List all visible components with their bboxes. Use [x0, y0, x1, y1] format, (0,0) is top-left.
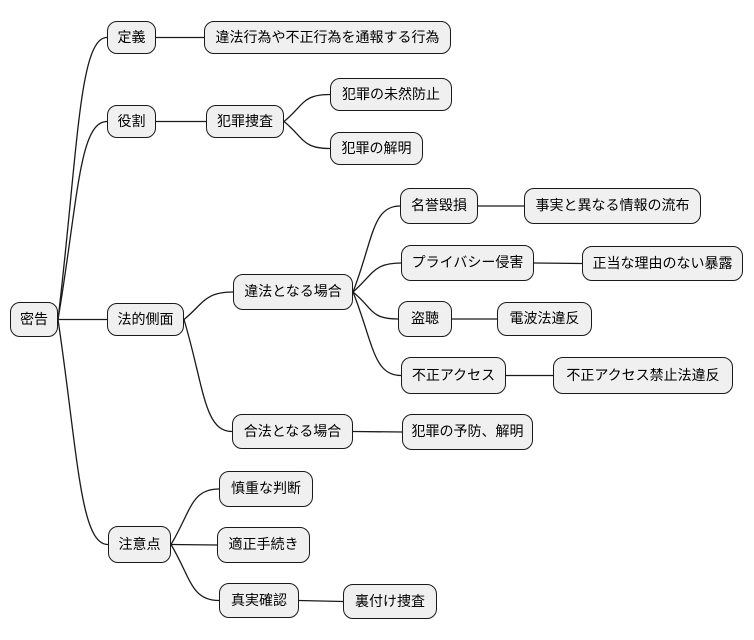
node-touchou: 盗聴 [398, 301, 452, 337]
edge-hanzai-sousa-to-hanzai-kaimei [283, 120, 331, 150]
node-hanzai-sousa: 犯罪捜査 [206, 105, 284, 138]
edge-shinjitsu-to-urazuke [298, 599, 344, 603]
node-privacy: プライバシー侵害 [401, 245, 534, 281]
node-yakuwari: 役割 [107, 105, 156, 138]
node-meiyo-desc: 事実と異なる情報の流布 [524, 188, 701, 224]
edge-root-to-teigi [57, 36, 108, 320]
edge-gouhou-to-gouhou-desc [352, 430, 403, 433]
node-shinchou: 慎重な判断 [219, 471, 313, 507]
edge-ihou-to-fusei [352, 291, 402, 377]
node-tekisei: 適正手続き [217, 527, 310, 563]
node-fusei-desc: 不正アクセス禁止法違反 [553, 357, 733, 394]
node-denpa: 電波法違反 [497, 302, 592, 336]
edge-root-to-yakuwari [57, 120, 108, 320]
edge-ihou-to-touchou [352, 291, 399, 320]
node-root: 密告 [10, 302, 58, 337]
node-ihou: 違法となる場合 [233, 274, 353, 310]
node-meiyo: 名誉毀損 [400, 188, 478, 224]
node-urazuke: 裏付け捜査 [343, 584, 437, 619]
edge-houteki-to-gouhou [183, 319, 233, 433]
edge-hanzai-sousa-to-mizen-boushi [283, 93, 331, 123]
node-hanzai-kaimei: 犯罪の解明 [330, 132, 423, 165]
node-gouhou: 合法となる場合 [232, 414, 353, 449]
edge-privacy-to-privacy-desc [533, 262, 583, 265]
edge-chuui-to-shinchou [170, 488, 220, 545]
edge-root-to-chuui [57, 319, 109, 546]
edge-houteki-to-ihou [183, 291, 234, 321]
node-fusei: 不正アクセス [401, 357, 506, 394]
edge-chuui-to-shinjitsu [170, 544, 220, 602]
edge-ihou-to-privacy [352, 262, 402, 293]
node-houteki: 法的側面 [107, 303, 184, 336]
node-chuui: 注意点 [108, 526, 171, 563]
node-teigi: 定義 [107, 21, 156, 54]
node-gouhou-desc: 犯罪の予防、解明 [402, 414, 533, 450]
node-teigi-desc: 違法行為や不正行為を通報する行為 [204, 21, 451, 54]
edge-chuui-to-tekisei [170, 543, 218, 546]
edge-ihou-to-meiyo [352, 205, 401, 293]
node-privacy-desc: 正当な理由のない暴露 [582, 246, 743, 281]
node-shinjitsu: 真実確認 [219, 583, 299, 618]
node-mizen-boushi: 犯罪の未然防止 [330, 78, 452, 111]
